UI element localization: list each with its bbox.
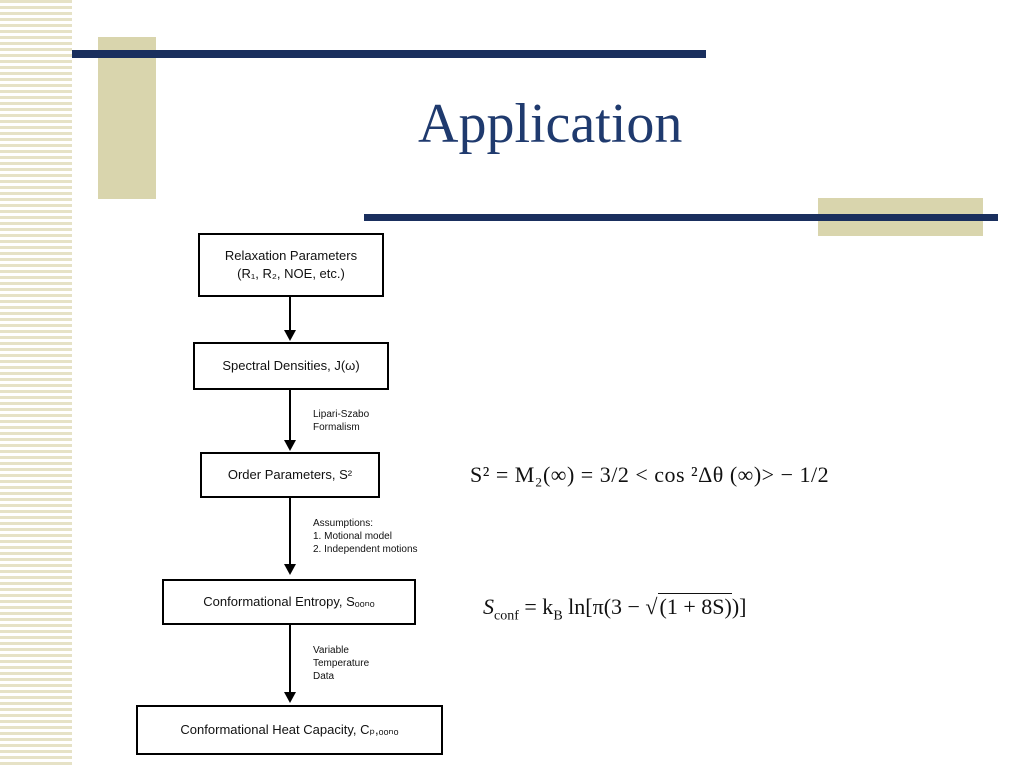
flow-box-order: Order Parameters, S² (200, 452, 380, 498)
flow-box-relaxation-line1: Relaxation Parameters (224, 248, 358, 264)
equation-conformational-entropy: Sconf = kB ln[π(3 − √(1 + 8S))] (483, 593, 747, 624)
note-lipari-line2: Formalism (313, 422, 360, 433)
flow-box-relaxation: Relaxation Parameters (R₁, R₂, NOE, etc.… (198, 233, 384, 297)
note-vt-line1: Variable (313, 645, 349, 656)
flow-box-spectral: Spectral Densities, J(ω) (193, 342, 389, 390)
flow-box-heat-line1: Conformational Heat Capacity, Cₚ,ₒₒₙₒ (180, 722, 399, 738)
left-stripe-decoration (0, 0, 72, 768)
note-lipari-szabo: Lipari-Szabo Formalism (313, 408, 369, 434)
eq2-s: S (483, 594, 494, 619)
title-rule-top (72, 50, 706, 58)
connector-3 (289, 498, 291, 564)
arrowhead-3 (284, 564, 296, 575)
note-variable-temp: Variable Temperature Data (313, 644, 369, 683)
eq2-s-sub: conf (494, 608, 519, 624)
note-vt-line3: Data (313, 671, 335, 682)
connector-1 (289, 297, 291, 330)
equation-order-parameter: S² = M₂(∞) = 3/2 < cos ²Δθ (∞)> − 1/2 (470, 462, 830, 487)
flow-box-relaxation-line2: (R₁, R₂, NOE, etc.) (237, 266, 345, 281)
arrowhead-1 (284, 330, 296, 341)
note-assumptions-line2: 1. Motional model (313, 531, 392, 542)
connector-4 (289, 625, 291, 692)
eq2-k-sub: B (553, 608, 563, 624)
connector-2 (289, 390, 291, 440)
accent-block-top (98, 37, 156, 199)
arrowhead-4 (284, 692, 296, 703)
note-assumptions: Assumptions: 1. Motional model 2. Indepe… (313, 517, 418, 556)
eq2-close: )] (731, 594, 747, 619)
note-lipari-line1: Lipari-Szabo (313, 409, 370, 420)
arrowhead-2 (284, 440, 296, 451)
note-assumptions-line1: Assumptions: (313, 518, 374, 529)
title-rule-bottom (364, 214, 998, 221)
flow-box-entropy: Conformational Entropy, Sₒₒₙₒ (162, 579, 416, 625)
eq2-equals-k: = k (518, 594, 554, 619)
flow-box-heat-capacity: Conformational Heat Capacity, Cₚ,ₒₒₙₒ (136, 705, 443, 755)
slide-title: Application (418, 93, 683, 155)
flow-box-entropy-line1: Conformational Entropy, Sₒₒₙₒ (203, 594, 375, 610)
flow-box-order-line1: Order Parameters, S² (227, 467, 353, 483)
note-assumptions-line3: 2. Independent motions (313, 544, 418, 555)
flow-box-spectral-line1: Spectral Densities, J(ω) (222, 358, 360, 374)
note-vt-line2: Temperature (313, 658, 370, 669)
eq2-radicand: (1 + 8S) (657, 593, 732, 619)
eq2-ln: ln[π(3 − √ (562, 594, 658, 619)
